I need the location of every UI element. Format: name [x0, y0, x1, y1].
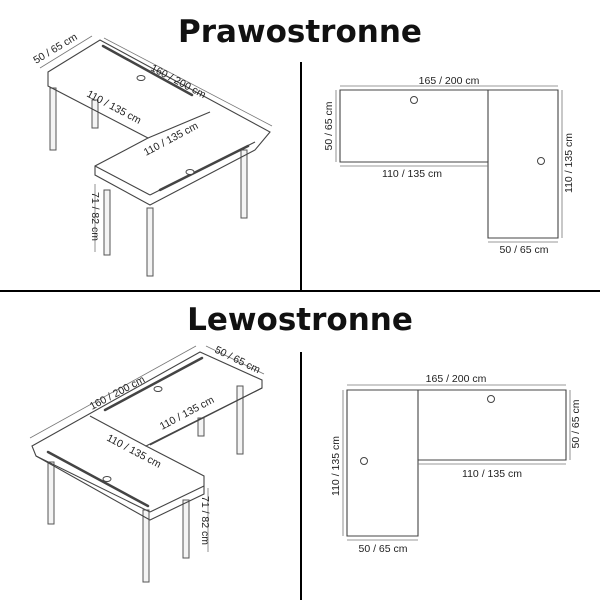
dim-label-bottom-depth: 50 / 65 cm [499, 244, 548, 256]
desk-leg [182, 499, 190, 559]
cable-slot [46, 450, 150, 508]
dim-label-long-side: 160 / 200 cm [149, 62, 208, 101]
desk-leg [49, 87, 57, 151]
left-handed-isometric-drawing [29, 345, 265, 583]
desk-leg [146, 207, 154, 277]
left-handed-plan-drawing [342, 384, 571, 541]
dim-label-bottom-depth: 50 / 65 cm [358, 543, 407, 555]
cable-grommet-icon [102, 476, 112, 482]
cable-grommet-icon [360, 457, 368, 465]
cable-grommet-icon [153, 386, 163, 392]
cable-grommet-icon [136, 75, 146, 81]
cable-slot [101, 44, 194, 97]
desktop-edge [149, 387, 263, 446]
desk-leg [91, 99, 99, 129]
cable-grommet-icon [185, 169, 195, 175]
desktop-seam [147, 111, 211, 139]
section-heading-right-handed: Prawostronne [178, 14, 422, 50]
desktop-surface [47, 39, 271, 206]
dim-label-left-depth: 50 / 65 cm [323, 101, 335, 150]
dim-label-height: 71 / 82 cm [199, 496, 211, 545]
section-heading-left-handed: Lewostronne [187, 302, 413, 338]
dim-label-depth: 50 / 65 cm [31, 31, 79, 67]
desk-leg [240, 149, 248, 219]
cable-grommet-icon [487, 395, 495, 403]
desk-plan-outline [339, 89, 559, 239]
dim-label-inner-bottom: 110 / 135 cm [462, 468, 522, 480]
desktop-surface [31, 351, 263, 521]
dim-label-return-side: 110 / 135 cm [105, 432, 164, 471]
desk-leg [47, 461, 55, 525]
dim-label-top-width: 165 / 200 cm [419, 75, 480, 87]
dimension-line [29, 345, 197, 439]
cable-grommet-icon [410, 96, 418, 104]
desktop-seam [89, 415, 147, 447]
cable-slot [103, 356, 204, 412]
dim-label-depth: 50 / 65 cm [213, 344, 263, 376]
dim-label-left-length: 110 / 135 cm [330, 436, 342, 496]
dimension-line [39, 35, 93, 69]
desk-leg [236, 385, 244, 455]
dim-label-top-width: 165 / 200 cm [426, 373, 487, 385]
dimension-line [103, 37, 273, 127]
dim-label-inner-top: 110 / 135 cm [158, 394, 217, 433]
cable-grommet-icon [537, 157, 545, 165]
desktop-edge [94, 165, 151, 196]
dim-label-bottom-inner: 110 / 135 cm [382, 168, 442, 180]
desktop-edge [35, 455, 151, 513]
desk-leg [103, 189, 111, 256]
cable-slot [158, 144, 250, 192]
dim-label-right-depth: 50 / 65 cm [570, 399, 582, 448]
dim-label-right-length: 110 / 135 cm [563, 133, 575, 193]
desk-leg [142, 509, 150, 583]
right-handed-plan-drawing [335, 85, 563, 243]
dimension-line [205, 345, 265, 375]
dim-label-return-side: 110 / 135 cm [142, 120, 201, 159]
right-handed-isometric-drawing [39, 35, 273, 277]
desktop-edge [149, 485, 205, 513]
dim-label-height: 71 / 82 cm [89, 192, 101, 241]
desk-plan-outline [346, 389, 567, 537]
